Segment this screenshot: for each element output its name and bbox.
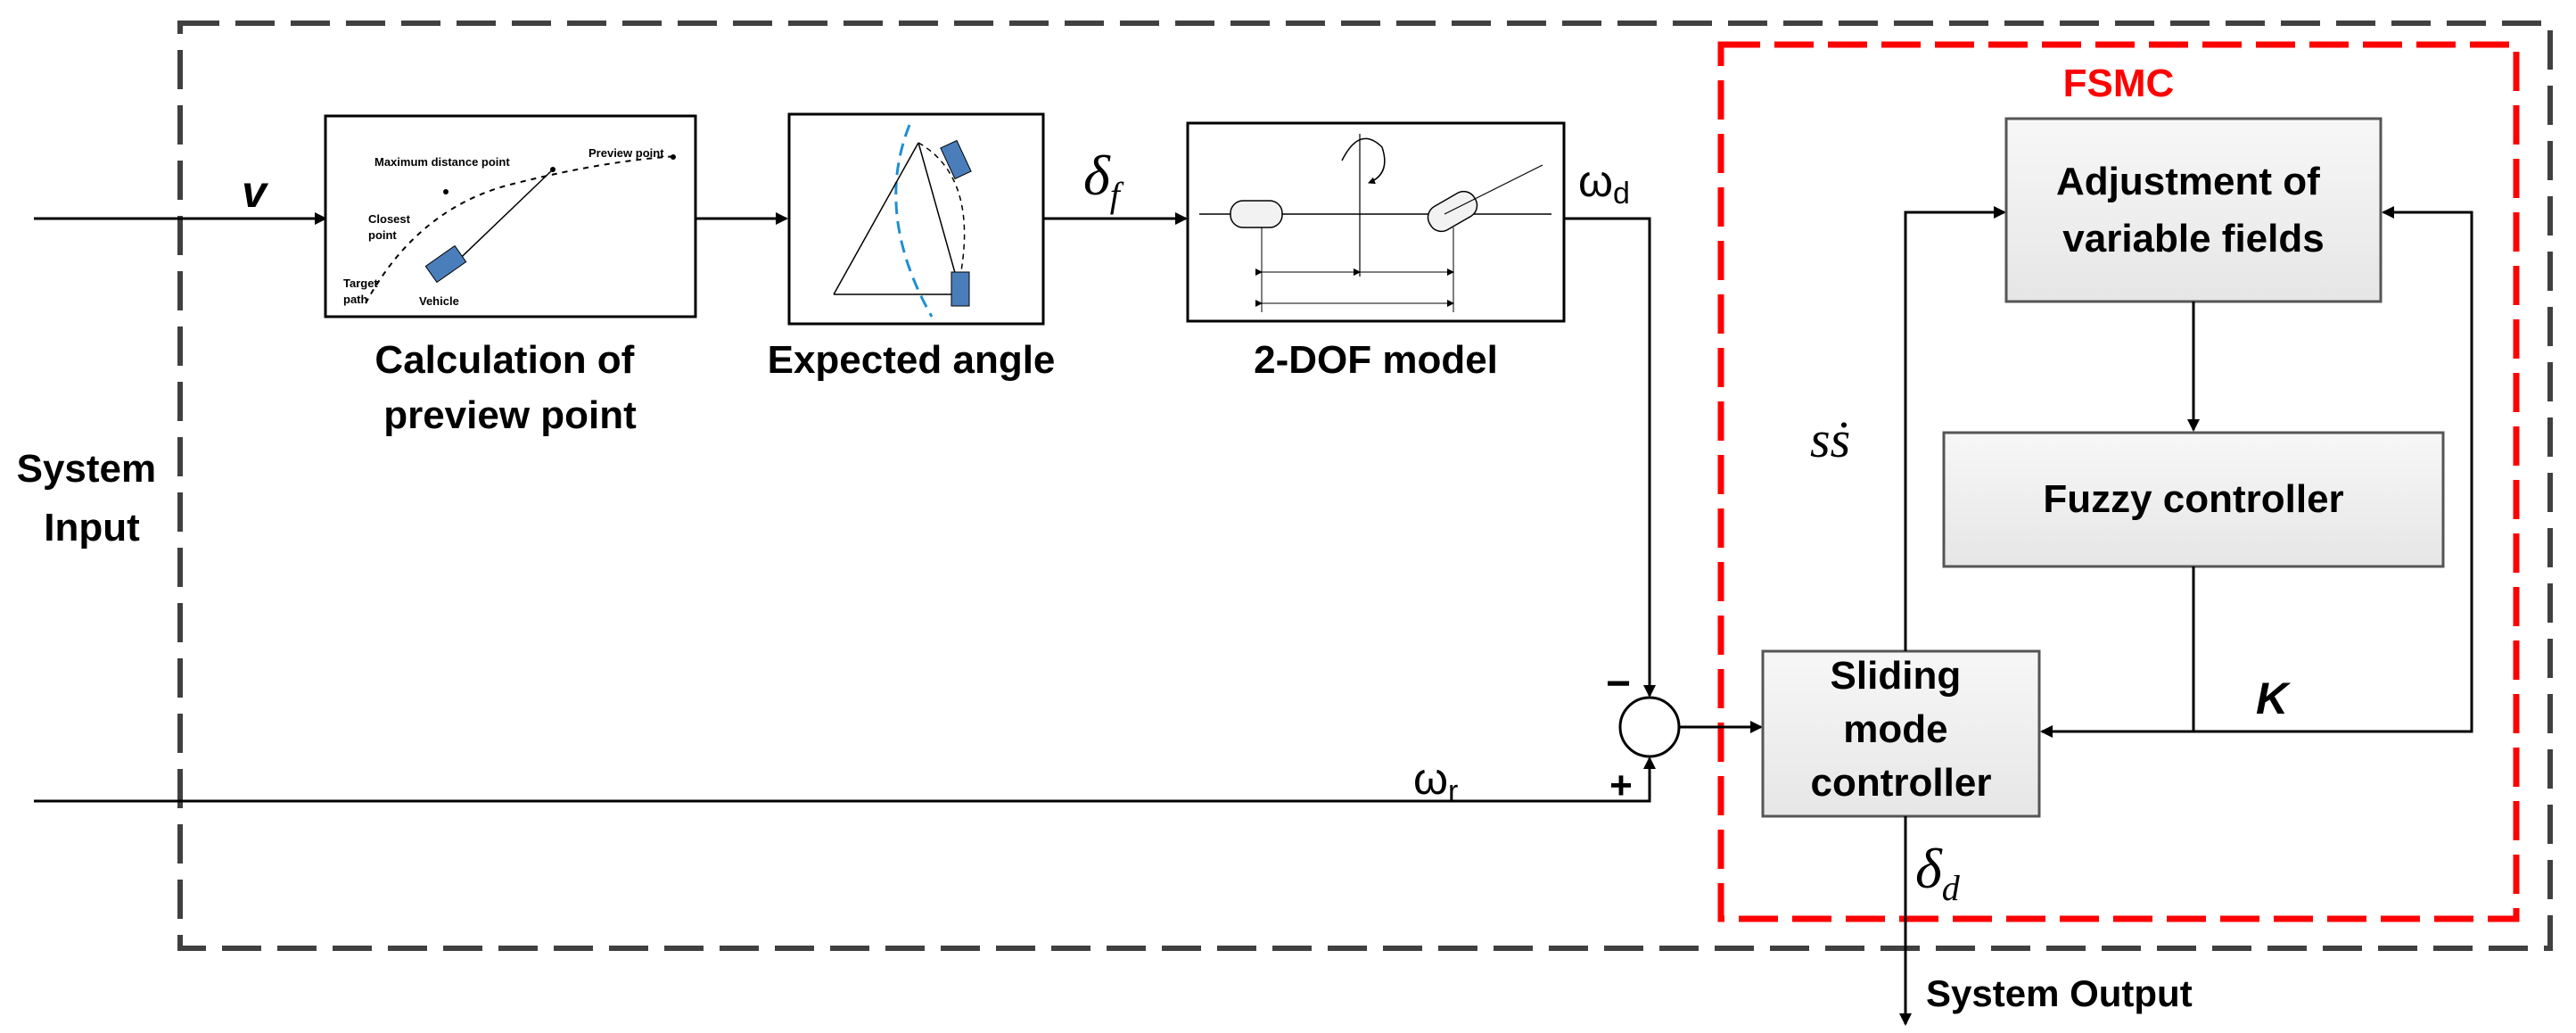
sliding-mode-controller-label: Sliding mode controller [1811,654,1992,805]
preview-point-image [324,114,697,318]
adjustment-label: Adjustment of variable fields [2056,160,2331,260]
adjustment-block [2004,117,2383,303]
system-boundary [177,21,2553,951]
system-input-label: System Input [17,447,168,550]
preview-point-label: Preview point [588,146,664,160]
omega-d-label: ωd [1578,156,1630,211]
vehicle-label: Vehicle [419,294,459,308]
delta-f-label: δf [1083,144,1124,215]
k-feedback-line [2193,206,2473,733]
fuzzy-controller-block [1942,431,2445,568]
vehicle-icon-bottom [951,271,970,307]
expected-angle-caption: Expected angle [768,338,1056,382]
omega-r-label: ωr [1413,754,1458,808]
omega-r-line [34,756,1656,803]
expected-angle-image [787,112,1045,326]
omega-d-line [1564,217,1656,698]
system-input-line1: System [17,447,157,491]
vehicle-icon [424,244,467,284]
fsmc-label: FSMC [2063,62,2175,105]
k-label: K [2256,674,2292,723]
preview-point-illustration: Maximum distance point Preview point Clo… [343,146,679,308]
ssdot-feedback-line [1904,206,2006,651]
ssdot-label: sṡ [1810,410,1850,468]
v-label: v [242,167,269,217]
dof-model-illustration [1199,134,1551,312]
system-input-line2: Input [44,506,140,550]
sliding-mode-controller-block [1761,649,2041,818]
fuzzy-controller-label: Fuzzy controller [2043,477,2343,521]
closest-point-label: Closest point [368,212,414,242]
delta-d-label: δd [1915,837,1961,908]
dof-model-caption: 2-DOF model [1254,338,1498,382]
fsmc-boundary [1717,41,2520,922]
target-path-label: Target path [343,277,381,306]
expected-angle-illustration [833,124,972,318]
vehicle-icon-top [940,139,972,180]
preview-point-caption: Calculation of preview point [374,338,645,437]
k-line-to-smc [2040,566,2195,738]
max-distance-label: Maximum distance point [374,155,510,169]
minus-sign: − [1606,660,1631,707]
system-output-label: System Output [1926,972,2193,1014]
